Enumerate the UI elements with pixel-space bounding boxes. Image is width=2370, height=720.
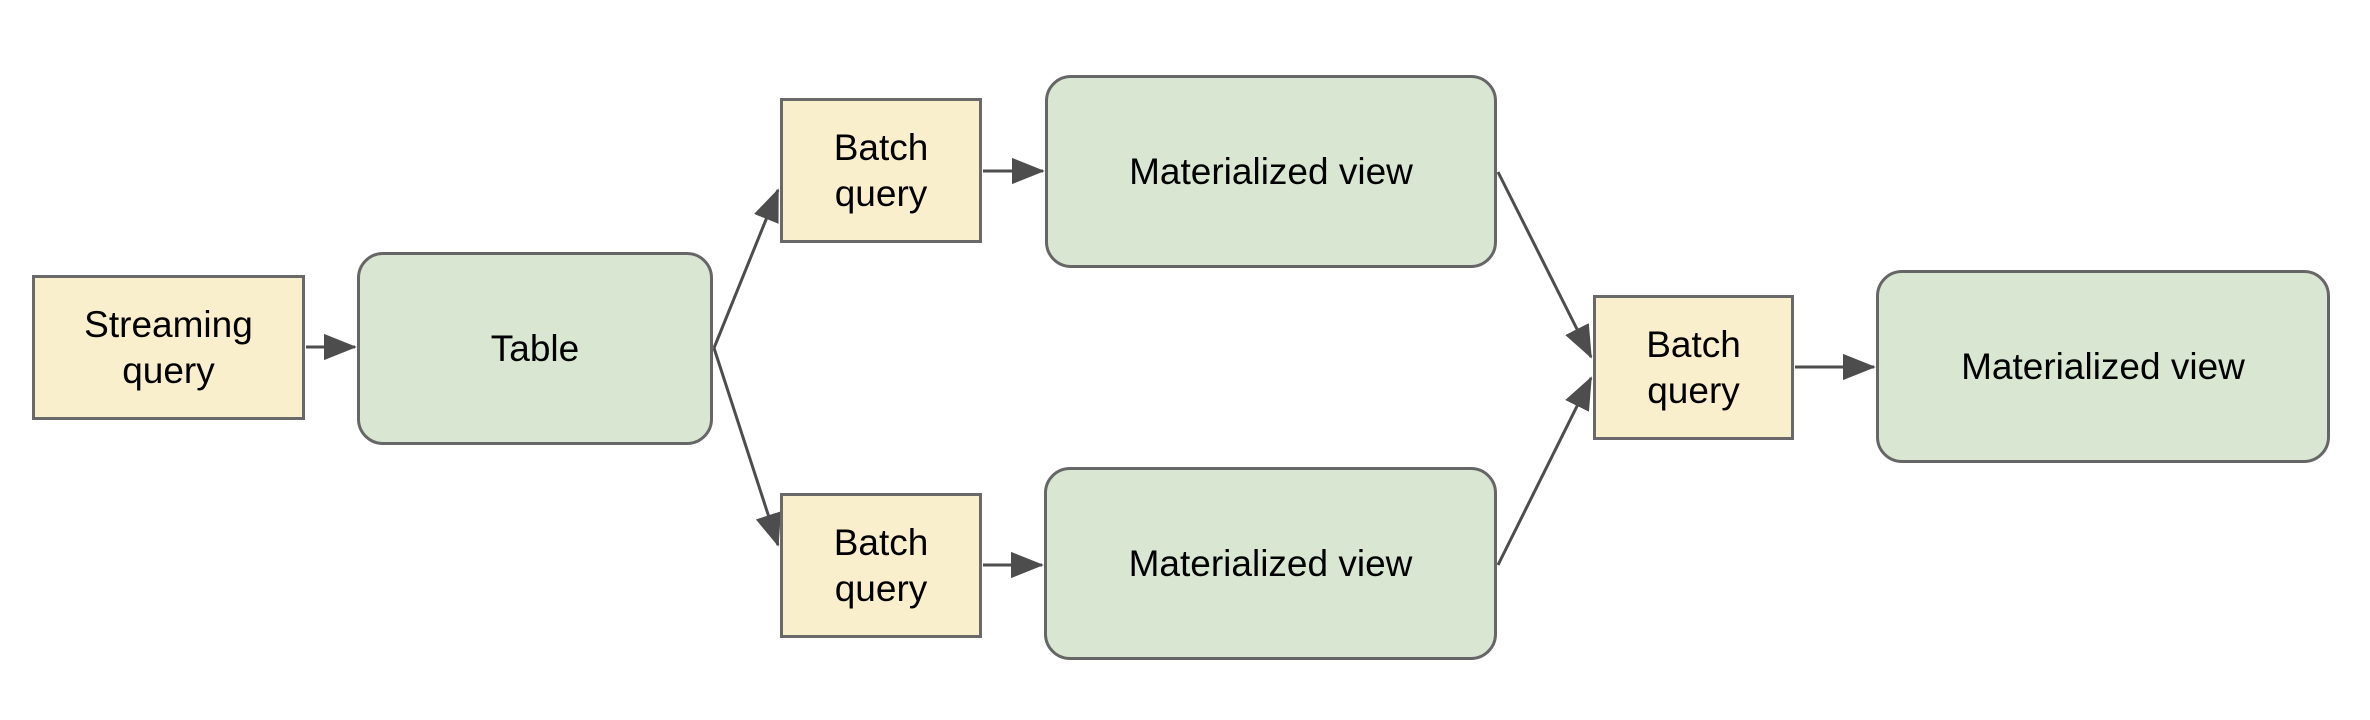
- node-label-materialized-view-bottom: Materialized view: [1128, 542, 1413, 584]
- node-streaming-query[interactable]: Streaming query: [32, 275, 305, 420]
- node-label-batch-query-bottom: Batch query: [833, 522, 929, 609]
- edge-arrow-table-to-batch-query-top: [712, 188, 780, 349]
- edge-arrow-materialized-view-top-to-batch-query-join: [1496, 171, 1593, 359]
- edge-arrow-table-to-batch-query-bottom: [712, 347, 781, 547]
- node-label-streaming-query: Streaming query: [84, 304, 253, 391]
- node-label-batch-query-top: Batch query: [833, 127, 929, 214]
- node-batch-query-top[interactable]: Batch query: [780, 98, 982, 243]
- edge-arrow-materialized-view-bottom-to-batch-query-join: [1496, 376, 1593, 566]
- node-label-materialized-view-final: Materialized view: [1961, 345, 2245, 387]
- node-label-materialized-view-top: Materialized view: [1129, 150, 1413, 192]
- node-materialized-view-final[interactable]: Materialized view: [1876, 270, 2330, 463]
- node-materialized-view-bottom[interactable]: Materialized view: [1044, 467, 1497, 660]
- node-batch-query-bottom[interactable]: Batch query: [780, 493, 982, 638]
- node-label-batch-query-join: Batch query: [1646, 324, 1741, 411]
- node-table[interactable]: Table: [357, 252, 713, 445]
- node-label-table: Table: [490, 327, 580, 369]
- node-batch-query-join[interactable]: Batch query: [1593, 295, 1794, 440]
- node-materialized-view-top[interactable]: Materialized view: [1045, 75, 1497, 268]
